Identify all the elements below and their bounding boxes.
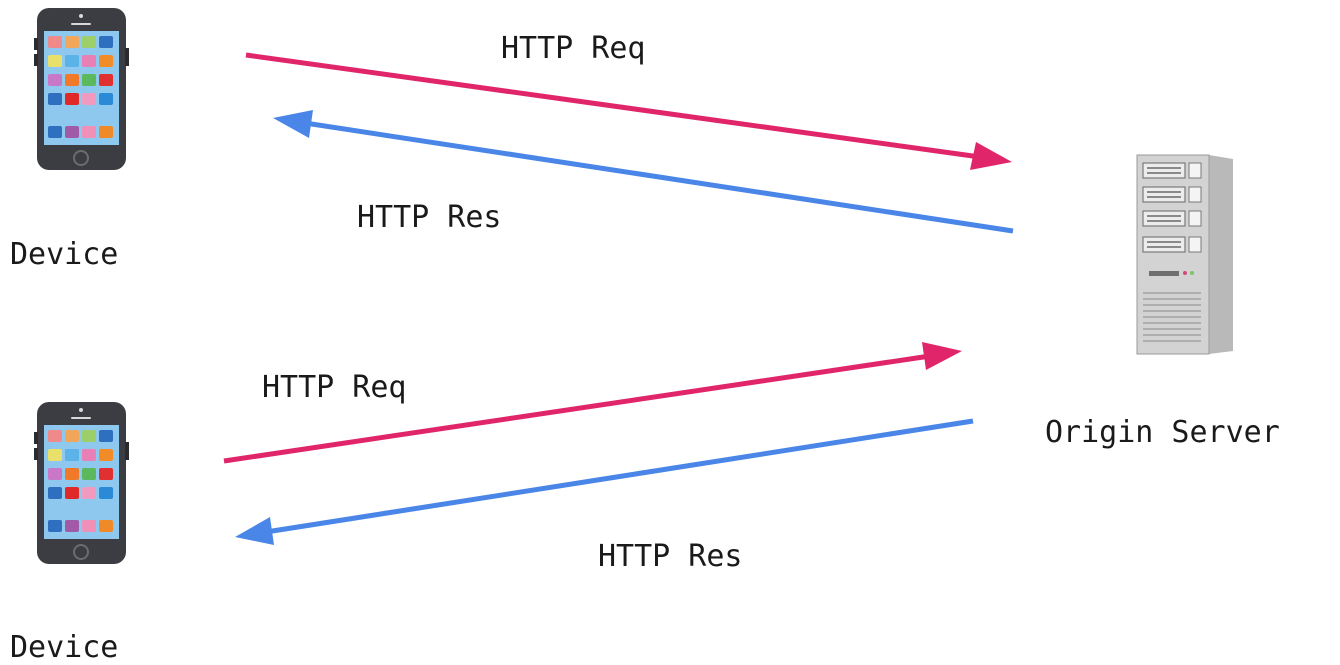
server-tower-icon — [1136, 154, 1233, 355]
smartphone-icon — [34, 8, 129, 170]
bottom-request-label: HTTP Req — [262, 370, 407, 405]
top-request-label: HTTP Req — [501, 31, 646, 66]
device-bottom-label: Device — [10, 630, 119, 665]
device-bottom — [34, 402, 129, 569]
arrow-bottom-response — [235, 418, 974, 545]
top-response-label: HTTP Res — [357, 200, 502, 235]
device-top-label: Device — [10, 237, 119, 272]
arrow-top-response — [273, 110, 1014, 234]
arrow-top-request — [245, 52, 1012, 170]
bottom-response-label: HTTP Res — [598, 539, 743, 574]
device-top — [34, 8, 129, 175]
origin-server — [1135, 153, 1237, 360]
arrow-bottom-request — [223, 342, 962, 464]
smartphone-icon — [34, 402, 129, 564]
server-label: Origin Server — [1045, 415, 1280, 450]
